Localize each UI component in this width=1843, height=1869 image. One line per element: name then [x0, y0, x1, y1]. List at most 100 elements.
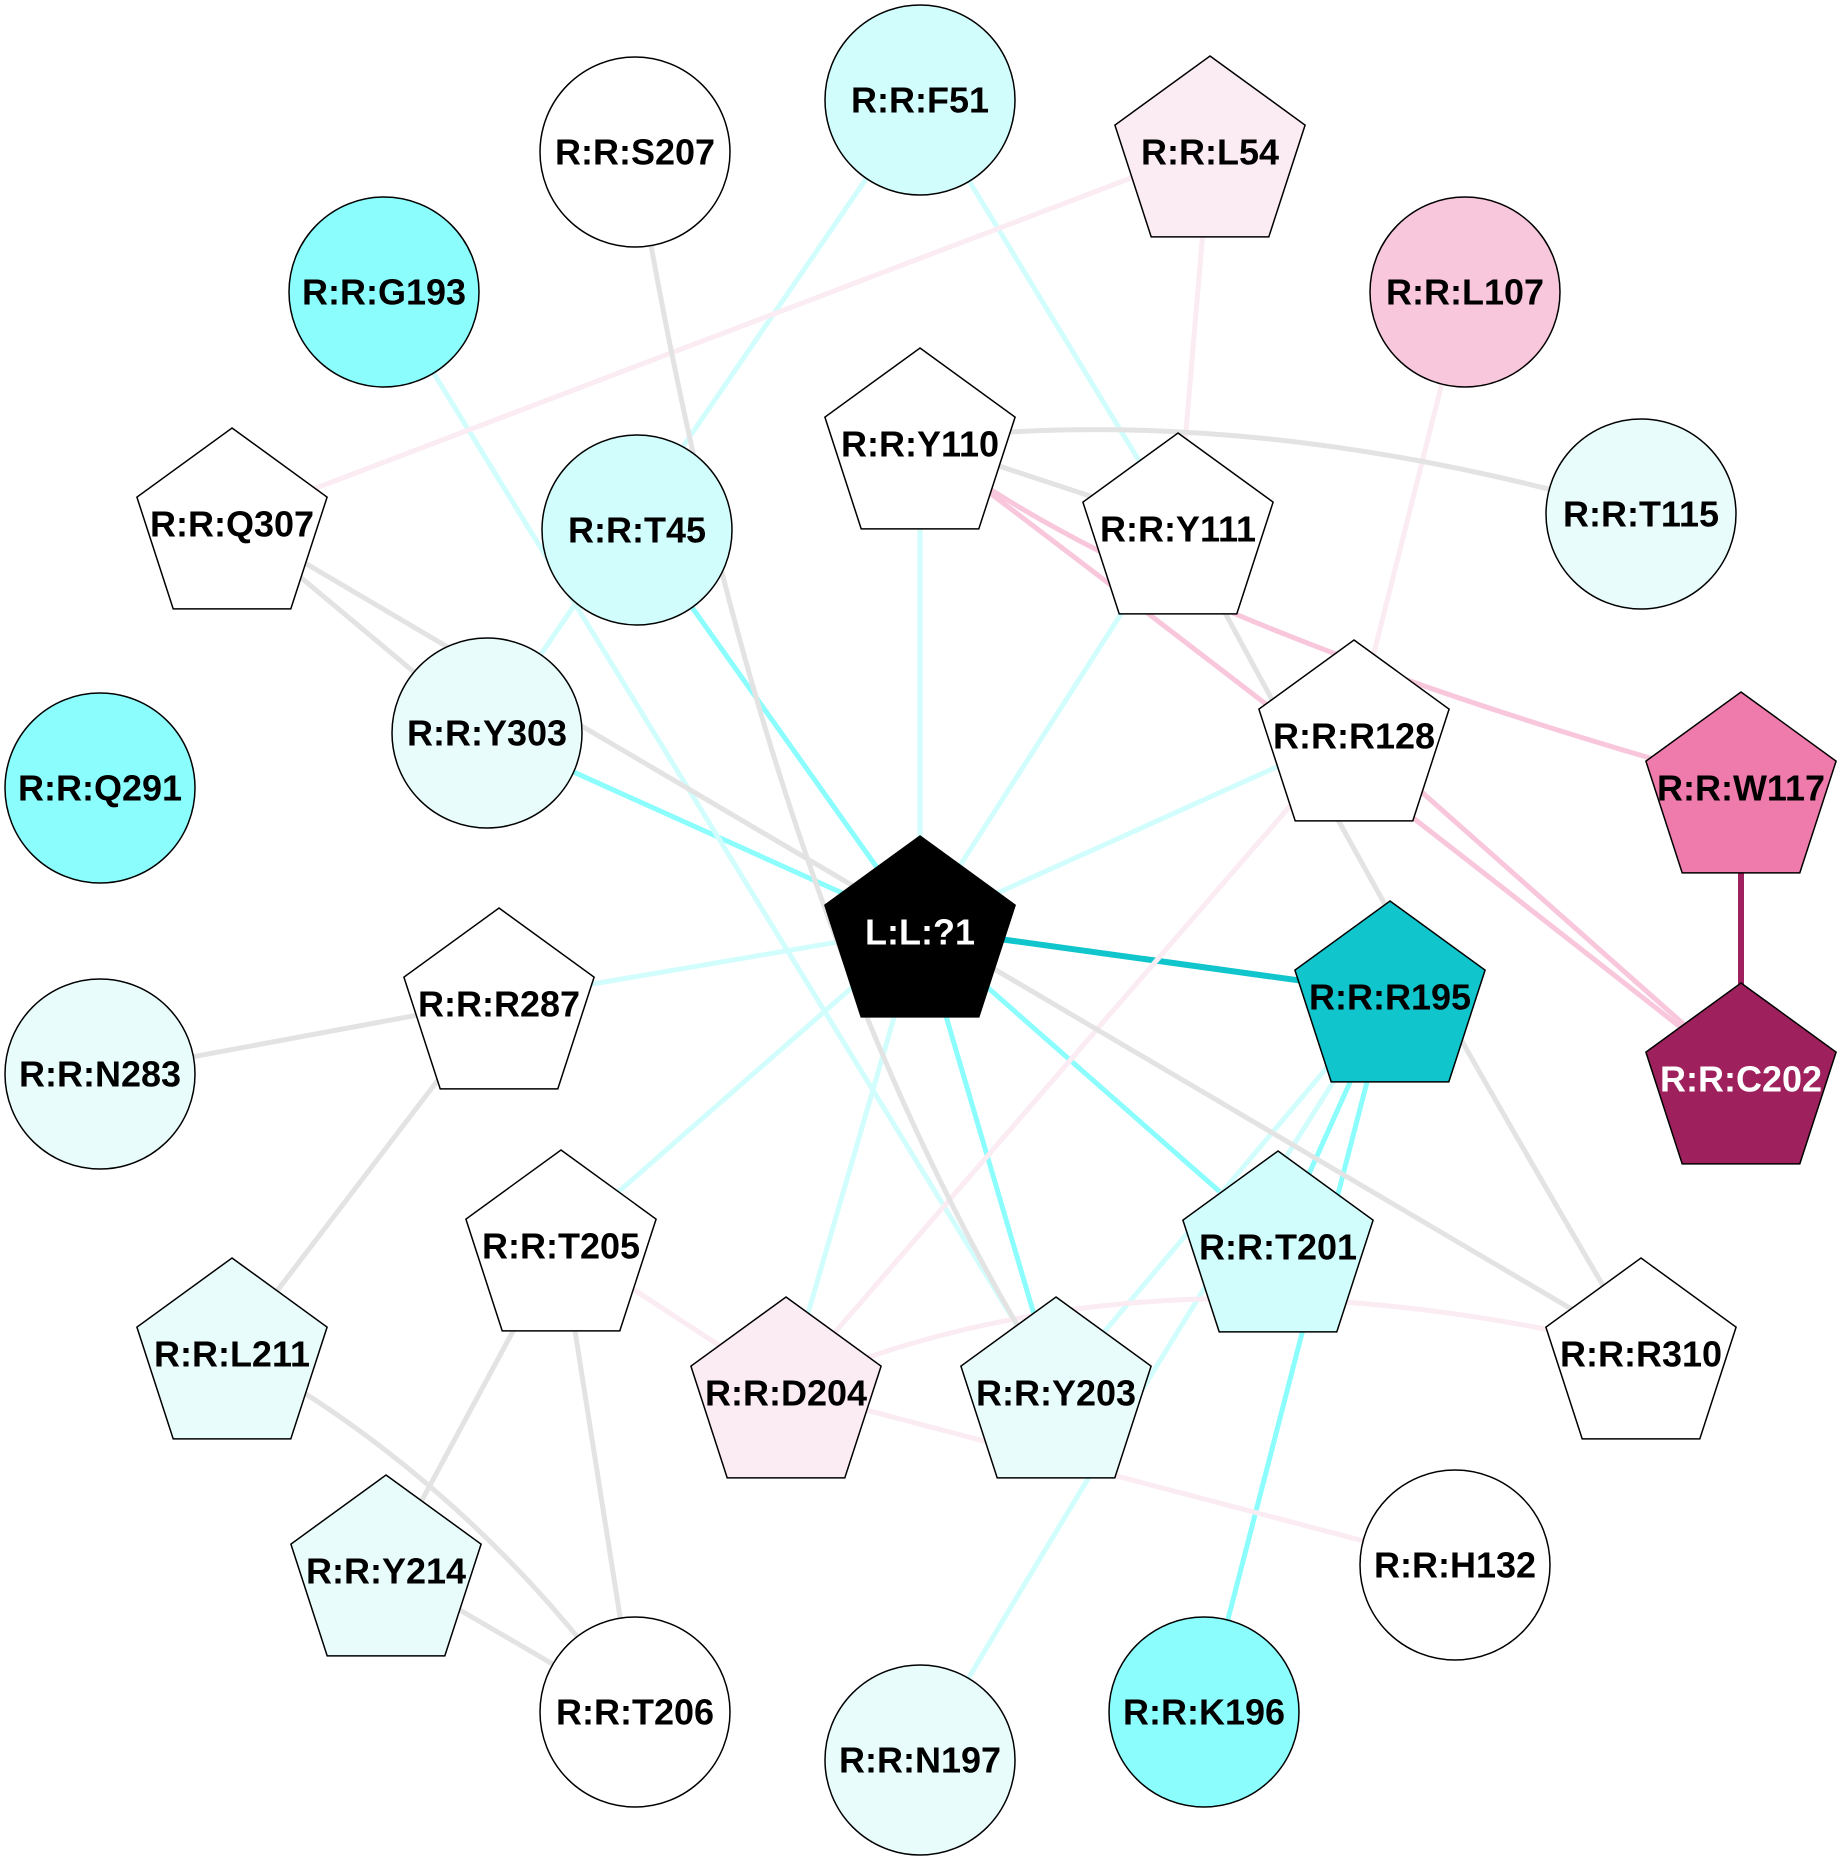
- node-label: L:L:?1: [865, 912, 975, 953]
- node-circle: [4, 692, 196, 884]
- node-label: R:R:Y203: [976, 1373, 1136, 1414]
- node-circle: [541, 434, 733, 626]
- node-pentagon: [1545, 1257, 1737, 1440]
- node-g193: R:R:G193: [288, 196, 480, 388]
- node-pentagon: [1258, 639, 1450, 822]
- node-h132: R:R:H132: [1359, 1469, 1551, 1661]
- node-circle: [1369, 196, 1561, 388]
- edge-y110-t115: [917, 427, 1644, 517]
- node-circle: [824, 1664, 1016, 1856]
- node-label: R:R:L54: [1141, 132, 1279, 173]
- node-circle: [539, 56, 731, 248]
- node-label: R:R:D204: [705, 1373, 867, 1414]
- node-pentagon: [136, 1257, 328, 1440]
- node-circle: [4, 978, 196, 1170]
- node-pentagon: [1114, 55, 1306, 238]
- node-label: R:R:Y303: [407, 713, 567, 754]
- node-t115: R:R:T115: [1545, 418, 1737, 610]
- node-d204: R:R:D204: [690, 1296, 882, 1479]
- edge-r128-d204: [783, 729, 1357, 1392]
- node-label: R:R:T45: [568, 510, 706, 551]
- node-l211: R:R:L211: [136, 1257, 328, 1440]
- node-y214: R:R:Y214: [290, 1474, 482, 1657]
- node-label: R:R:F51: [851, 80, 989, 121]
- edge-f51-y303: [484, 97, 923, 736]
- node-q291: R:R:Q291: [4, 692, 196, 884]
- node-label: R:R:L107: [1386, 272, 1544, 313]
- node-label: R:R:T205: [482, 1226, 640, 1267]
- node-c202: R:R:C202: [1645, 982, 1837, 1165]
- node-y111: R:R:Y111: [1082, 432, 1274, 615]
- node-circle: [1108, 1616, 1300, 1808]
- edge-d204-r310: [783, 1295, 1644, 1392]
- node-f51: R:R:F51: [824, 4, 1016, 196]
- node-label: R:R:Q291: [18, 768, 182, 809]
- node-l1: L:L:?1: [824, 835, 1016, 1018]
- node-circle: [391, 637, 583, 829]
- node-l54: R:R:L54: [1114, 55, 1306, 238]
- node-circle: [539, 1616, 731, 1808]
- node-label: R:R:N283: [19, 1054, 181, 1095]
- node-n283: R:R:N283: [4, 978, 196, 1170]
- node-pentagon: [403, 907, 595, 1090]
- node-label: R:R:K196: [1123, 1692, 1285, 1733]
- node-pentagon: [1294, 900, 1486, 1083]
- node-label: R:R:R195: [1309, 977, 1471, 1018]
- node-q307: R:R:Q307: [136, 427, 328, 610]
- node-y303: R:R:Y303: [391, 637, 583, 829]
- edge-r195-k196: [1201, 990, 1393, 1715]
- node-label: R:R:R128: [1273, 716, 1435, 757]
- node-k196: R:R:K196: [1108, 1616, 1300, 1808]
- node-pentagon: [136, 427, 328, 610]
- node-label: R:R:R310: [1560, 1334, 1722, 1375]
- node-label: R:R:T206: [556, 1692, 714, 1733]
- node-label: R:R:W117: [1657, 768, 1825, 809]
- node-pentagon: [465, 1149, 657, 1332]
- node-r310: R:R:R310: [1545, 1257, 1737, 1440]
- node-circle: [1545, 418, 1737, 610]
- node-pentagon: [824, 347, 1016, 530]
- node-n197: R:R:N197: [824, 1664, 1016, 1856]
- node-label: R:R:L211: [154, 1334, 310, 1375]
- node-pentagon: [824, 835, 1016, 1018]
- node-pentagon: [1645, 982, 1837, 1165]
- node-circle: [1359, 1469, 1551, 1661]
- node-circle: [288, 196, 480, 388]
- node-pentagon: [1182, 1150, 1374, 1333]
- node-l107: R:R:L107: [1369, 196, 1561, 388]
- node-s207: R:R:S207: [539, 56, 731, 248]
- node-label: R:R:Y110: [841, 424, 999, 465]
- node-label: R:R:T201: [1199, 1227, 1357, 1268]
- node-circle: [824, 4, 1016, 196]
- node-label: R:R:S207: [555, 132, 715, 173]
- node-t201: R:R:T201: [1182, 1150, 1374, 1333]
- node-label: R:R:H132: [1374, 1545, 1536, 1586]
- node-t45: R:R:T45: [541, 434, 733, 626]
- node-y110: R:R:Y110: [824, 347, 1016, 530]
- node-r128: R:R:R128: [1258, 639, 1450, 822]
- node-pentagon: [960, 1296, 1152, 1479]
- edge-y110-w117: [917, 437, 1744, 787]
- node-label: R:R:Q307: [150, 504, 314, 545]
- node-t205: R:R:T205: [465, 1149, 657, 1332]
- node-t206: R:R:T206: [539, 1616, 731, 1808]
- node-pentagon: [290, 1474, 482, 1657]
- edge-r195-n197: [917, 990, 1393, 1763]
- node-w117: R:R:W117: [1645, 691, 1837, 874]
- node-label: R:R:G193: [302, 272, 466, 313]
- node-label: R:R:N197: [839, 1740, 1001, 1781]
- edge-l54-q307: [229, 145, 1213, 523]
- node-y203: R:R:Y203: [960, 1296, 1152, 1479]
- node-pentagon: [1645, 691, 1837, 874]
- edge-s207-y203: [632, 149, 1059, 1392]
- node-label: R:R:T115: [1563, 494, 1719, 535]
- node-label: R:R:C202: [1660, 1059, 1822, 1100]
- edge-d204-h132: [783, 1386, 1458, 1568]
- node-label: R:R:Y214: [306, 1551, 466, 1592]
- node-label: R:R:R287: [418, 984, 580, 1025]
- node-r195: R:R:R195: [1294, 900, 1486, 1083]
- node-pentagon: [1082, 432, 1274, 615]
